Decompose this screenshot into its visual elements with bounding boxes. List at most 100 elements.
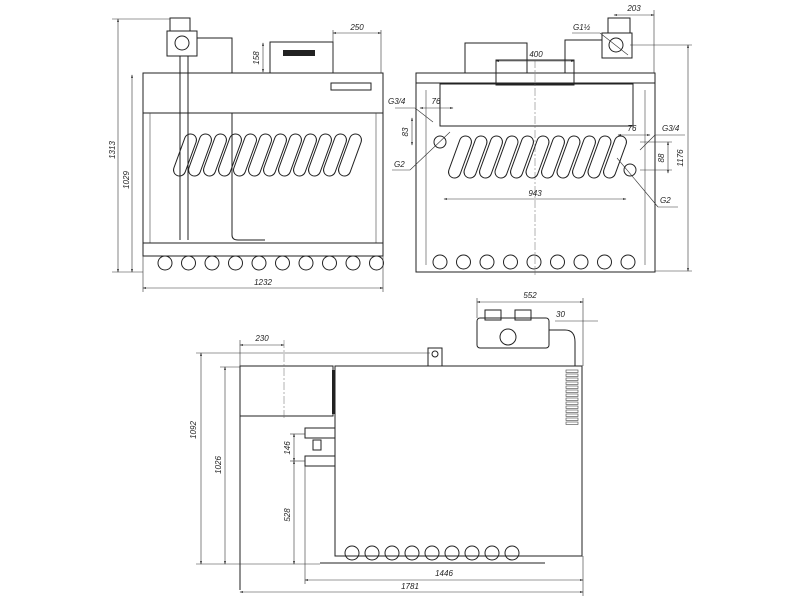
burner-port — [424, 545, 440, 561]
right-pipe-connection — [623, 163, 637, 177]
vent-slot — [565, 409, 579, 413]
label-left-pipe: G2 — [392, 131, 451, 171]
burner-port — [322, 255, 337, 271]
burner-port — [369, 255, 384, 271]
svg-text:1232: 1232 — [254, 278, 272, 287]
svg-text:G3/4: G3/4 — [388, 97, 406, 106]
svg-text:76: 76 — [432, 97, 441, 106]
svg-text:88: 88 — [657, 153, 666, 162]
burner-port — [204, 255, 220, 271]
dimension-left-height: 83 — [401, 117, 413, 146]
svg-text:1176: 1176 — [676, 149, 685, 167]
coil-tube — [556, 135, 581, 179]
coil-tube — [338, 133, 362, 177]
dimension-burner-gap: 30 — [555, 310, 598, 322]
flue-chamber — [439, 83, 634, 127]
vent-slot — [565, 405, 579, 409]
heat-exchanger-coils-rear — [448, 135, 627, 179]
svg-text:1446: 1446 — [435, 569, 453, 578]
lifting-lug — [427, 347, 443, 367]
coil-tube — [323, 133, 347, 177]
burner-port — [456, 254, 471, 270]
svg-text:1313: 1313 — [108, 141, 117, 159]
burner-port — [550, 254, 565, 270]
vent-slot — [565, 373, 579, 377]
burner-port — [573, 254, 589, 270]
dimension-body-height: 1029 — [122, 74, 133, 273]
svg-text:400: 400 — [529, 50, 543, 59]
label-gas-inlet: G1½ — [572, 23, 629, 56]
dimension-top-outlet-width: 400 — [495, 50, 575, 62]
svg-text:146: 146 — [283, 441, 292, 455]
burner-port — [504, 545, 520, 561]
coil-tube — [603, 135, 627, 179]
dimension-right-offset: 76 — [617, 124, 651, 136]
svg-text:528: 528 — [283, 508, 292, 522]
vent-slot — [565, 397, 579, 401]
coil-tube — [293, 133, 317, 177]
gas-valve — [564, 17, 633, 73]
burner-ports — [157, 255, 384, 271]
burner-port — [479, 254, 495, 270]
top-panel — [142, 72, 384, 114]
burner-port — [181, 255, 196, 271]
burner-port — [432, 254, 448, 270]
dimension-overall-height: 1313 — [108, 18, 170, 273]
label-right-thread: G3/4 — [639, 124, 685, 151]
vent-slot — [565, 369, 579, 373]
svg-text:203: 203 — [626, 4, 641, 13]
vent-slot — [565, 393, 579, 397]
svg-text:83: 83 — [401, 127, 410, 136]
coil-tube — [510, 135, 534, 179]
svg-text:G2: G2 — [660, 196, 671, 205]
coil-tube — [463, 135, 488, 179]
coil-tube — [278, 133, 302, 177]
vent-slot — [565, 385, 579, 389]
coil-tube — [263, 133, 287, 177]
burner-port — [157, 255, 173, 271]
flue-hood — [239, 365, 334, 417]
boiler-body-rear — [415, 82, 656, 273]
svg-text:G2: G2 — [394, 160, 405, 169]
burner-port — [345, 255, 361, 271]
vent-slot — [565, 413, 579, 417]
burner-port — [298, 255, 314, 271]
svg-text:230: 230 — [254, 334, 269, 343]
rear-view: 203 G1½ 400 G3/4 76 83 G2 76 — [388, 4, 692, 275]
dimension-rear-overall-height: 1176 — [630, 44, 692, 272]
dimension-width: 1232 — [142, 256, 384, 292]
burner-port — [597, 254, 612, 270]
heat-exchanger-coils — [173, 133, 362, 177]
dimension-body-length: 1446 — [304, 466, 584, 596]
dimension-flue-width: 230 — [239, 334, 285, 420]
dimension-side-overall-height: 1092 — [189, 352, 430, 565]
coil-tube — [525, 135, 550, 179]
vent-slot — [565, 421, 579, 425]
bottom-frame — [142, 242, 384, 257]
dimension-burner-length: 552 — [476, 291, 584, 366]
burner-ports-rear — [432, 254, 636, 270]
svg-text:G1½: G1½ — [573, 23, 591, 32]
vent-slot — [565, 377, 579, 381]
coil-tube — [541, 135, 565, 179]
label-left-thread: G3/4 — [388, 97, 434, 123]
boiler-body — [142, 112, 384, 244]
burner-port — [364, 545, 380, 561]
coil-tube — [587, 135, 612, 179]
svg-text:250: 250 — [349, 23, 364, 32]
coil-tube — [248, 133, 272, 177]
burner-port — [344, 545, 360, 561]
burner-port — [228, 255, 243, 271]
coil-tube — [308, 133, 332, 177]
svg-text:1092: 1092 — [189, 421, 198, 439]
burner-port — [404, 545, 420, 561]
burner-port — [503, 254, 518, 270]
coil-tube — [233, 133, 257, 177]
dimension-control-box-width: 250 — [332, 23, 382, 73]
coil-tube — [188, 133, 212, 177]
coil-tube — [173, 133, 197, 177]
coil-tube — [479, 135, 503, 179]
nameplate — [330, 82, 372, 91]
burner-port — [526, 254, 542, 270]
burner-assembly-side — [476, 309, 576, 366]
